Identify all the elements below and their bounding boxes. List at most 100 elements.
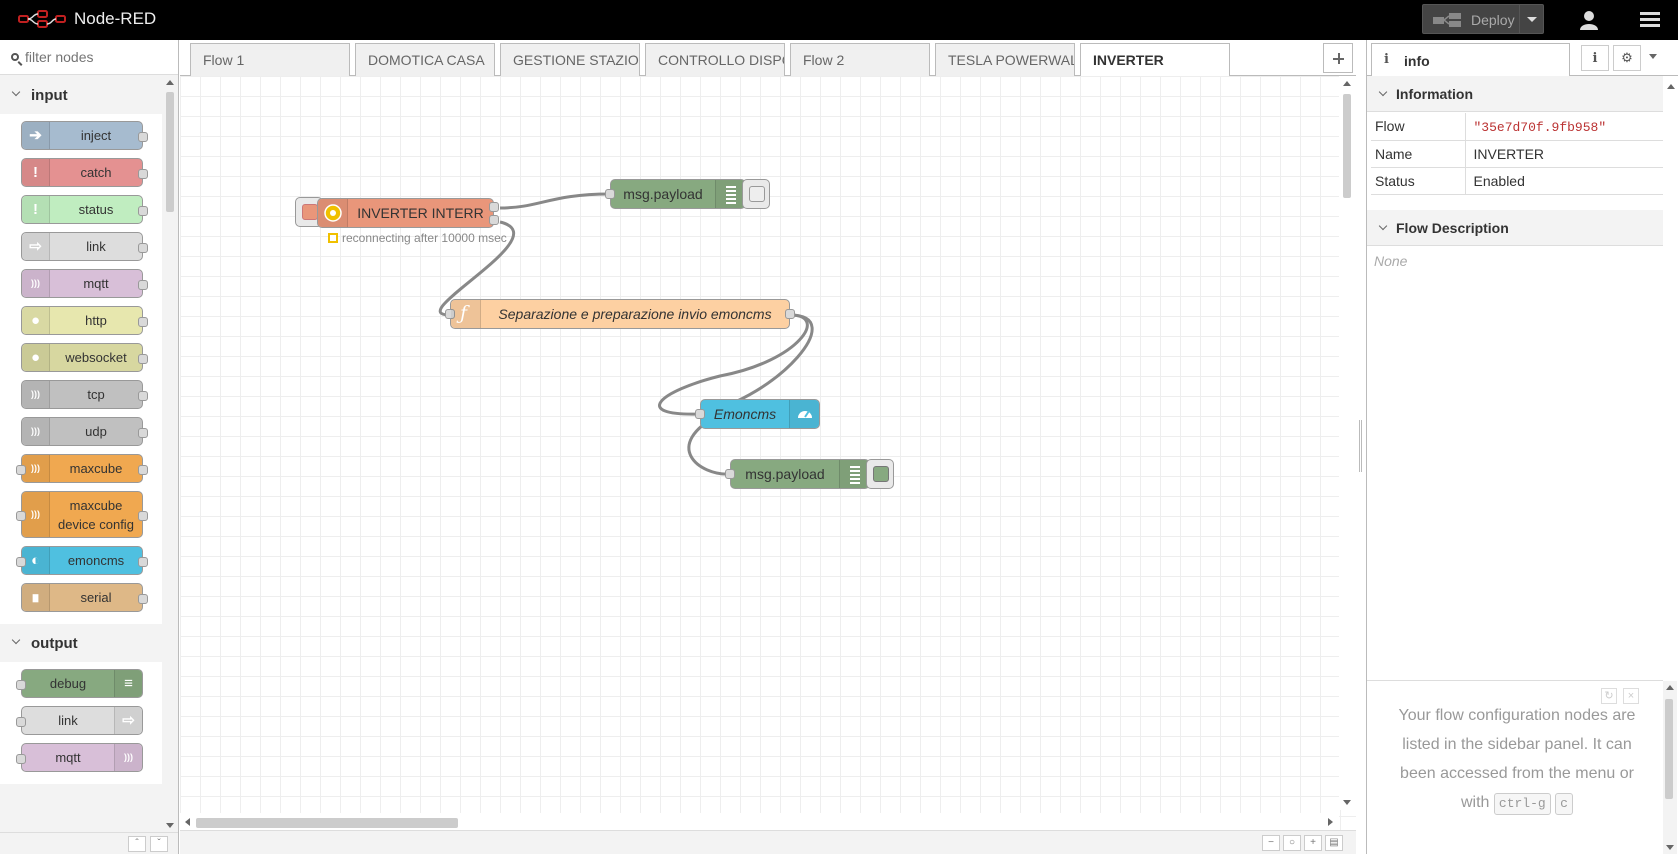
input-port[interactable] <box>445 309 455 319</box>
user-menu-button[interactable] <box>1574 8 1604 32</box>
node-label: msg.payload <box>623 186 703 202</box>
modbus-icon <box>318 199 348 227</box>
flow-node-inverter[interactable]: INVERTER INTERR <box>317 198 499 228</box>
palette-node-label: catch <box>80 165 112 180</box>
palette-node-label: link <box>58 713 78 728</box>
input-port[interactable] <box>725 469 735 479</box>
information-section-header[interactable]: Information <box>1367 76 1663 112</box>
alert-icon: ! <box>22 196 50 223</box>
zoom-reset-button[interactable]: ○ <box>1283 835 1301 851</box>
palette-scrollbar[interactable] <box>164 76 176 832</box>
status-ring-icon <box>328 233 338 243</box>
refresh-icon[interactable]: ↻ <box>1601 688 1617 704</box>
flow-workspace[interactable]: INVERTER INTERR reconnecting after 10000… <box>180 76 1356 830</box>
chevron-down-icon <box>11 635 21 645</box>
sidebar-tabs: i info i ⚙ <box>1367 40 1678 77</box>
info-icon: i <box>1592 51 1598 66</box>
palette-node-http[interactable]: ●http <box>21 306 148 335</box>
close-icon[interactable]: × <box>1623 688 1639 704</box>
deploy-button[interactable]: Deploy <box>1422 4 1544 34</box>
palette-node-inject[interactable]: ➔inject <box>21 121 148 150</box>
workspace-tabs: Flow 1 DOMOTICA CASA GESTIONE STAZION CO… <box>180 40 1356 77</box>
shortcut-key: ctrl-g <box>1493 793 1551 815</box>
expand-all-button[interactable]: ˇ <box>150 836 168 852</box>
palette-node-mqtt[interactable]: )))mqtt <box>16 743 143 772</box>
flow-node-emoncms[interactable]: Emoncms <box>695 399 820 429</box>
palette-node-status[interactable]: !status <box>21 195 148 224</box>
flow-description-section-header[interactable]: Flow Description <box>1367 210 1663 246</box>
palette-node-link[interactable]: ⇨link <box>21 232 148 261</box>
input-port <box>16 680 26 690</box>
palette-node-emoncms[interactable]: ◐emoncms <box>16 546 148 575</box>
main-menu-button[interactable] <box>1634 9 1666 31</box>
deploy-dropdown-chevron-icon[interactable] <box>1519 5 1543 33</box>
zoom-in-button[interactable]: + <box>1304 835 1322 851</box>
output-port[interactable] <box>489 202 499 212</box>
tab-inverter[interactable]: INVERTER <box>1080 43 1230 77</box>
flow-node-debug-2[interactable]: msg.payload <box>725 459 870 489</box>
debug-toggle-button[interactable] <box>866 459 894 489</box>
input-port <box>16 465 26 475</box>
palette-category-input[interactable]: input <box>0 76 162 114</box>
input-port[interactable] <box>605 189 615 199</box>
input-port[interactable] <box>695 409 705 419</box>
search-icon <box>11 53 19 61</box>
tab-domotica-casa[interactable]: DOMOTICA CASA <box>355 43 495 76</box>
output-port[interactable] <box>489 215 499 225</box>
workspace-horizontal-scrollbar[interactable] <box>180 813 1339 830</box>
tab-flow-2[interactable]: Flow 2 <box>790 43 930 76</box>
tab-tesla-powerwall[interactable]: TESLA POWERWALL <box>935 43 1075 76</box>
tab-label: info <box>1404 53 1430 69</box>
palette-node-link[interactable]: ⇨link <box>16 706 143 735</box>
minus-icon: − <box>1268 837 1274 848</box>
tab-info[interactable]: i info <box>1371 43 1570 77</box>
palette-node-tcp[interactable]: )))tcp <box>21 380 148 409</box>
tab-flow-1[interactable]: Flow 1 <box>190 43 350 76</box>
tab-controllo-dispo[interactable]: CONTROLLO DISPO <box>645 43 785 76</box>
tab-gestione-stazion[interactable]: GESTIONE STAZION <box>500 43 640 76</box>
tab-label: CONTROLLO DISPO <box>658 52 785 68</box>
palette-node-udp[interactable]: )))udp <box>21 417 148 446</box>
output-port <box>138 317 148 327</box>
shortcut-key: c <box>1555 793 1573 815</box>
node-red-logo-icon <box>18 10 66 28</box>
info-tab-button[interactable]: i <box>1581 45 1609 71</box>
add-tab-button[interactable] <box>1323 43 1353 73</box>
palette-node-websocket[interactable]: ●websocket <box>21 343 148 372</box>
help-scrollbar[interactable] <box>1663 681 1677 854</box>
section-title: Information <box>1396 86 1473 102</box>
sidebar-help-panel: ↻ × Your flow configuration nodes are li… <box>1367 680 1677 854</box>
chevron-down-icon <box>11 87 21 97</box>
workspace-vertical-scrollbar[interactable] <box>1339 76 1356 810</box>
sidebar-menu-chevron-icon[interactable] <box>1649 54 1657 59</box>
workspace-footer: − ○ + ▤ <box>180 830 1356 854</box>
node-label: Separazione e preparazione invio emoncms <box>498 306 772 322</box>
palette-filter-input[interactable] <box>25 47 170 67</box>
palette-node-label: debug <box>49 676 87 691</box>
output-port <box>138 557 148 567</box>
palette-node-catch[interactable]: !catch <box>21 158 148 187</box>
flow-description-value: None <box>1374 253 1408 269</box>
sidebar-splitter[interactable] <box>1356 40 1366 854</box>
palette-node-debug[interactable]: ≡debug <box>16 669 143 698</box>
collapse-all-button[interactable]: ˆ <box>128 836 146 852</box>
debug-tab-button[interactable]: ⚙ <box>1613 45 1641 71</box>
debug-toggle-button[interactable] <box>742 179 770 209</box>
palette-node-mqtt[interactable]: )))mqtt <box>21 269 148 298</box>
sidebar-scrollbar[interactable] <box>1663 76 1678 714</box>
palette-category-output[interactable]: output <box>0 624 162 662</box>
chevron-down-icon <box>1378 87 1388 97</box>
gauge-icon <box>789 400 819 428</box>
zoom-out-button[interactable]: − <box>1262 835 1280 851</box>
output-port[interactable] <box>785 309 795 319</box>
palette-node-serial[interactable]: ∎serial <box>21 583 148 612</box>
tab-label: TESLA POWERWALL <box>948 52 1075 68</box>
bridge-icon: ))) <box>114 744 142 771</box>
navigator-button[interactable]: ▤ <box>1325 835 1343 851</box>
output-port <box>138 132 148 142</box>
flow-node-function[interactable]: ƒ Separazione e preparazione invio emonc… <box>445 299 795 329</box>
flow-node-debug-1[interactable]: msg.payload <box>605 179 746 209</box>
palette-node-maxcube[interactable]: )))maxcube <box>16 454 148 483</box>
